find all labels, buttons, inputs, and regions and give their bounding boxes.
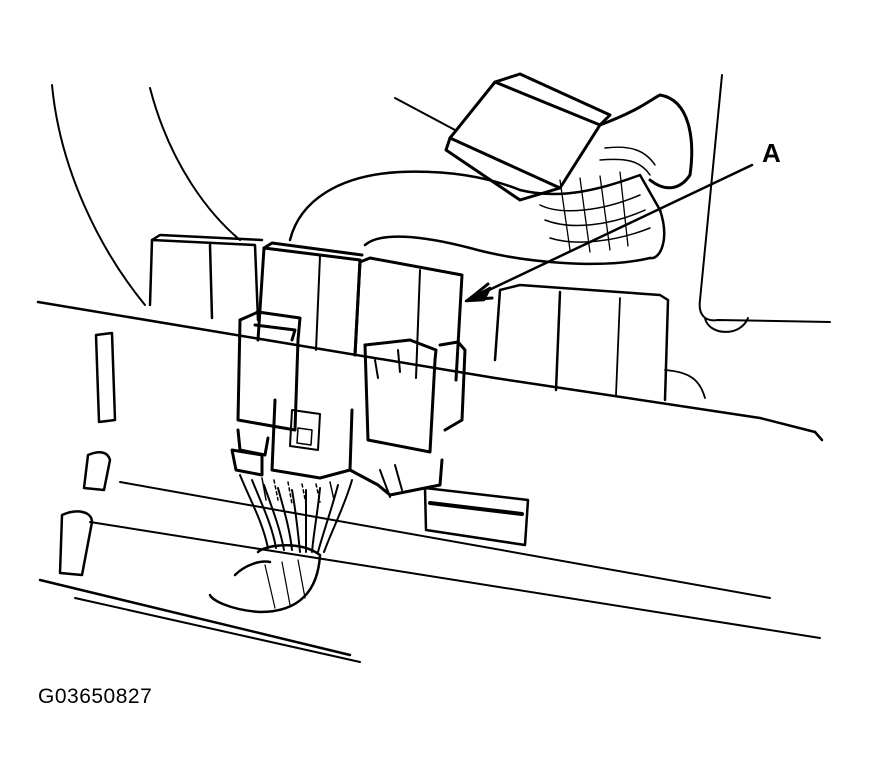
upper-connector xyxy=(444,72,694,202)
connector-a xyxy=(230,241,467,505)
callout-leader-a xyxy=(464,163,754,303)
cover-slots xyxy=(58,331,530,577)
cover-panel xyxy=(36,300,824,663)
housing-outline xyxy=(51,74,831,333)
figure-id: G03650827 xyxy=(38,685,153,708)
lower-harness xyxy=(208,474,353,614)
upper-harness xyxy=(288,170,666,266)
relay-block-right xyxy=(493,283,706,402)
callout-label-a: A xyxy=(762,138,781,168)
relay-block-left xyxy=(148,233,264,322)
